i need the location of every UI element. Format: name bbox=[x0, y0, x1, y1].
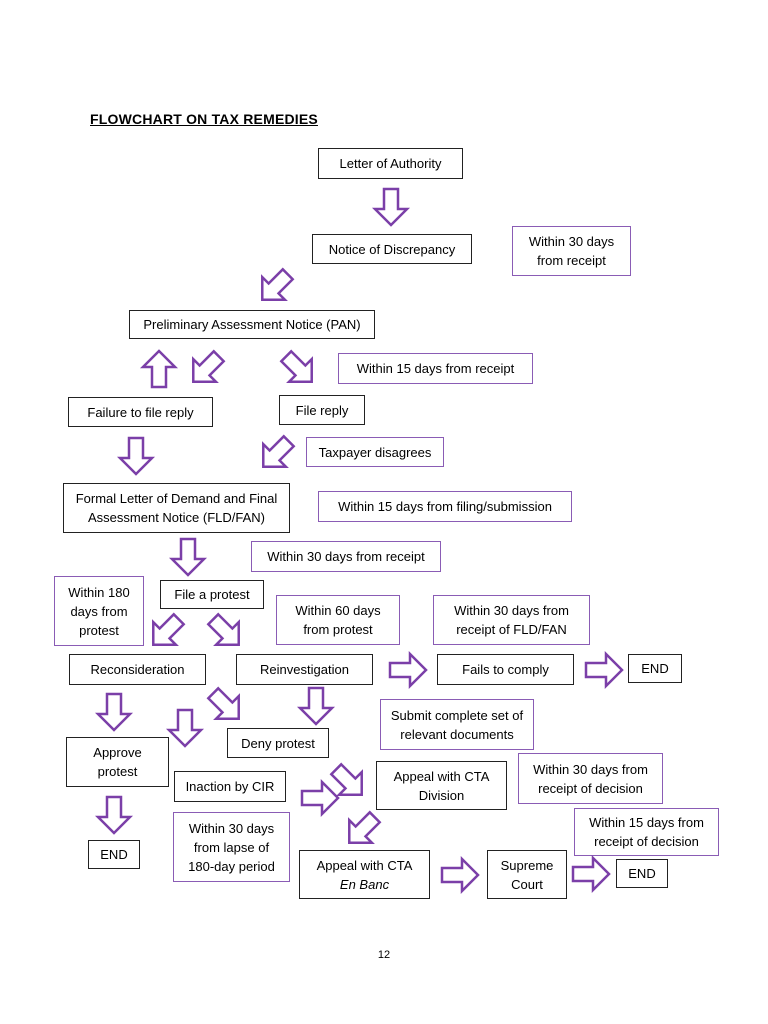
arrow-pan-to-file-reply bbox=[279, 349, 313, 383]
note-15-days-from-receipt: Within 15 days from receipt bbox=[338, 353, 533, 384]
file-a-protest-box: File a protest bbox=[160, 580, 264, 609]
arrow-deny-to-appeal bbox=[329, 762, 363, 796]
arrow-inaction-to-appeal bbox=[300, 778, 340, 818]
arrow-approve-to-end bbox=[94, 795, 134, 835]
page-title: FLOWCHART ON TAX REMEDIES bbox=[90, 111, 318, 127]
note-15-days-from-filing: Within 15 days from filing/submission bbox=[318, 491, 572, 522]
arrow-reinvestigation-to-deny-2 bbox=[296, 686, 336, 726]
arrow-failure-to-fld bbox=[116, 436, 156, 476]
arrow-reinvestigation-to-fails bbox=[388, 650, 428, 690]
arrow-protest-to-reconsideration bbox=[152, 612, 186, 646]
arrow-reply-to-fld bbox=[262, 434, 296, 468]
failure-to-file-reply-box: Failure to file reply bbox=[68, 397, 213, 427]
arrow-failure-up-to-pan bbox=[139, 349, 179, 389]
letter-of-authority-box: Letter of Authority bbox=[318, 148, 463, 179]
arrow-appeal-to-en-banc bbox=[348, 810, 382, 844]
arrow-reconsideration-to-inaction bbox=[165, 708, 205, 748]
end-box-1: END bbox=[628, 654, 682, 683]
end-box-3: END bbox=[616, 859, 668, 888]
arrow-en-banc-to-supreme bbox=[440, 855, 480, 895]
arrow-loa-to-nod bbox=[371, 187, 411, 227]
arrow-pan-to-failure bbox=[192, 349, 226, 383]
note-taxpayer-disagrees: Taxpayer disagrees bbox=[306, 437, 444, 467]
arrow-reinvestigation-to-deny bbox=[206, 686, 240, 720]
note-30-days-from-receipt-2: Within 30 days from receipt bbox=[251, 541, 441, 572]
arrow-supreme-to-end bbox=[571, 854, 611, 894]
notice-of-discrepancy-box: Notice of Discrepancy bbox=[312, 234, 472, 264]
arrow-fails-to-end bbox=[584, 650, 624, 690]
pan-box: Preliminary Assessment Notice (PAN) bbox=[129, 310, 375, 339]
reconsideration-box: Reconsideration bbox=[69, 654, 206, 685]
reinvestigation-box: Reinvestigation bbox=[236, 654, 373, 685]
arrow-fld-to-protest bbox=[168, 537, 208, 577]
file-reply-box: File reply bbox=[279, 395, 365, 425]
fails-to-comply-box: Fails to comply bbox=[437, 654, 574, 685]
page-number: 12 bbox=[377, 949, 391, 961]
arrow-reconsideration-to-approve bbox=[94, 692, 134, 732]
arrow-protest-to-reinvestigation bbox=[206, 612, 240, 646]
deny-protest-box: Deny protest bbox=[227, 728, 329, 758]
arrow-nod-to-pan bbox=[261, 267, 295, 301]
end-box-2: END bbox=[88, 840, 140, 869]
inaction-by-cir-box: Inaction by CIR bbox=[174, 771, 286, 802]
